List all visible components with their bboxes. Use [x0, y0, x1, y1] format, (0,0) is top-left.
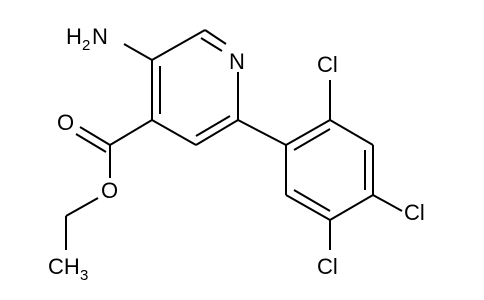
bond-c2-c3: [195, 119, 239, 146]
bond-c6-n1-double: [200, 37, 223, 52]
bond-ph4-cl: [372, 194, 403, 212]
pyridine-n-label: N: [229, 49, 245, 74]
bond-carbonyl-o-double: [75, 133, 107, 153]
bond-ph2-ph3: [329, 119, 374, 146]
amine-subscript-label: 2: [82, 37, 90, 54]
chlorine-top-label: Cl: [317, 52, 338, 77]
bond-c5-nh2: [123, 43, 153, 61]
carbonyl-oxygen-label: O: [57, 110, 74, 135]
bond-c2-c3-double: [195, 115, 231, 137]
bond-c3-c4: [151, 119, 197, 146]
bond-c4-carbonyl: [109, 119, 153, 146]
bond-ester-o-ch2: [65, 197, 99, 217]
bond-c5-c6: [151, 29, 206, 61]
methyl-subscript-label: 3: [80, 267, 88, 284]
bond-c6-n1: [204, 29, 227, 45]
bond-ph4-ph5: [329, 194, 374, 221]
bond-ph1-ph2-double: [293, 128, 331, 151]
chlorine-right-label: Cl: [404, 200, 425, 225]
chlorine-bottom-label: Cl: [317, 254, 338, 279]
ester-oxygen-label: O: [101, 178, 118, 203]
bond-ph5-ph6: [285, 194, 331, 221]
bond-c2-phenyl: [237, 119, 287, 146]
bond-ph5-ph6-double: [293, 189, 331, 212]
bond-ph1-ph2: [285, 119, 331, 146]
methyl-label: CH: [48, 254, 80, 279]
amine-n-label: N: [92, 24, 108, 49]
amine-h-label: H: [66, 24, 82, 49]
bond-carbonyl-o: [79, 126, 111, 146]
